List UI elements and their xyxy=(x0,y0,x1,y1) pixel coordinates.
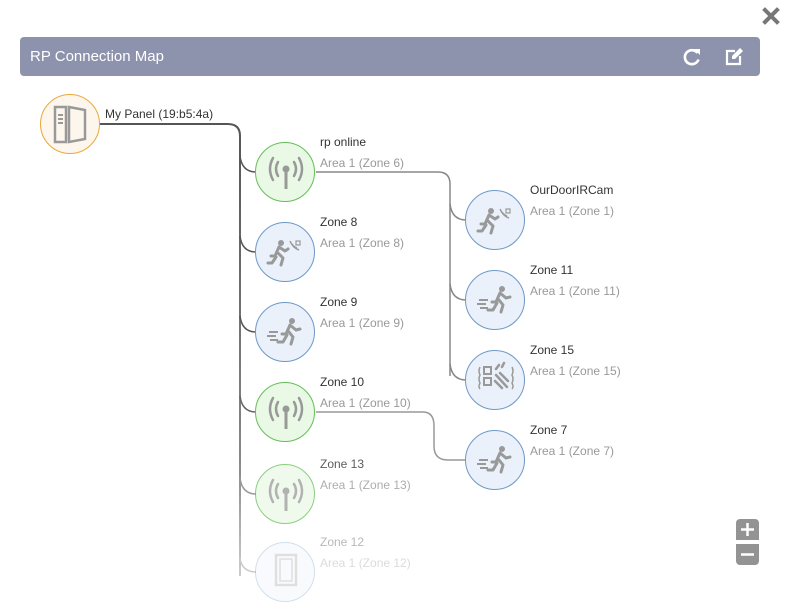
node-sub: Area 1 (Zone 1) xyxy=(530,204,615,218)
edit-icon[interactable] xyxy=(723,46,745,68)
panel-icon xyxy=(53,105,87,144)
antenna-icon xyxy=(268,396,304,429)
node-label: Zone 9 Area 1 (Zone 9) xyxy=(320,295,404,331)
motion-sensor-icon xyxy=(266,240,301,267)
link-zone13 xyxy=(239,477,257,495)
node-label: Zone 7 Area 1 (Zone 7) xyxy=(530,423,614,459)
node-zone-8[interactable] xyxy=(255,222,315,282)
node-ourdoorircam[interactable] xyxy=(465,190,525,250)
antenna-icon xyxy=(268,478,304,511)
door-icon xyxy=(274,553,298,587)
node-label: Zone 10 Area 1 (Zone 10) xyxy=(320,375,411,411)
node-label: rp online Area 1 (Zone 6) xyxy=(320,135,404,171)
running-person-icon xyxy=(477,446,512,474)
node-zone-12[interactable] xyxy=(255,542,315,602)
link-root xyxy=(100,123,241,576)
link-zone9 xyxy=(239,315,257,333)
link-ourdoor xyxy=(449,203,467,221)
link-rp-branch xyxy=(316,171,451,376)
zoom-out-button[interactable] xyxy=(736,544,759,565)
node-label: Zone 12 Area 1 (Zone 12) xyxy=(320,535,411,571)
node-name: Zone 12 xyxy=(320,535,365,549)
node-name: Zone 15 xyxy=(530,343,575,357)
link-zone12 xyxy=(239,557,257,573)
node-sub: Area 1 (Zone 13) xyxy=(320,478,411,492)
node-rp-online[interactable] xyxy=(255,142,315,202)
connection-map-canvas[interactable]: My Panel (19:b5:4a) rp online Area 1 (Zo… xyxy=(0,76,786,602)
node-zone-15[interactable] xyxy=(465,350,525,410)
connection-links xyxy=(100,123,467,576)
node-sub: Area 1 (Zone 12) xyxy=(320,556,411,570)
node-sub: Area 1 (Zone 11) xyxy=(530,284,620,298)
running-person-icon xyxy=(267,318,302,346)
node-name: My Panel (19:b5:4a) xyxy=(105,107,214,121)
motion-sensor-icon xyxy=(476,208,511,235)
link-rp-online xyxy=(239,155,257,173)
node-name: OurDoorIRCam xyxy=(530,183,614,197)
antenna-icon xyxy=(268,156,304,189)
node-label: OurDoorIRCam Area 1 (Zone 1) xyxy=(530,183,614,219)
running-person-icon xyxy=(477,286,512,314)
page-title: RP Connection Map xyxy=(30,48,164,65)
node-sub: Area 1 (Zone 15) xyxy=(530,364,621,378)
node-sub: Area 1 (Zone 10) xyxy=(320,396,411,410)
link-zone11 xyxy=(449,283,467,301)
link-zone8 xyxy=(239,235,257,253)
close-icon[interactable] xyxy=(761,6,781,26)
node-zone-13[interactable] xyxy=(255,464,315,524)
node-label: Zone 15 Area 1 (Zone 15) xyxy=(530,343,621,379)
node-sub: Area 1 (Zone 7) xyxy=(530,444,615,458)
link-zone7 xyxy=(316,411,466,461)
node-name: Zone 9 xyxy=(320,295,358,309)
node-name: Zone 13 xyxy=(320,457,365,471)
link-zone10 xyxy=(239,395,257,413)
zoom-in-button[interactable] xyxy=(736,519,759,540)
node-sub: Area 1 (Zone 8) xyxy=(320,236,405,250)
node-label: Zone 8 Area 1 (Zone 8) xyxy=(320,215,404,251)
refresh-icon[interactable] xyxy=(681,46,703,68)
node-zone-9[interactable] xyxy=(255,302,315,362)
link-zone15 xyxy=(449,363,467,381)
node-sub: Area 1 (Zone 6) xyxy=(320,156,405,170)
node-zone-10[interactable] xyxy=(255,382,315,442)
root-label: My Panel (19:b5:4a) xyxy=(105,107,213,122)
node-name: rp online xyxy=(320,135,367,149)
node-name: Zone 11 xyxy=(530,263,574,277)
node-name: Zone 7 xyxy=(530,423,568,437)
plus-icon xyxy=(741,523,754,536)
node-label: Zone 13 Area 1 (Zone 13) xyxy=(320,457,411,493)
node-label: Zone 11 Area 1 (Zone 11) xyxy=(530,263,620,299)
glass-break-icon xyxy=(478,361,514,390)
minus-icon xyxy=(741,553,754,556)
node-name: Zone 8 xyxy=(320,215,358,229)
node-zone-7[interactable] xyxy=(465,430,525,490)
node-sub: Area 1 (Zone 9) xyxy=(320,316,405,330)
panel-header: RP Connection Map xyxy=(20,37,760,76)
root-node[interactable] xyxy=(40,94,100,154)
node-name: Zone 10 xyxy=(320,375,365,389)
node-zone-11[interactable] xyxy=(465,270,525,330)
